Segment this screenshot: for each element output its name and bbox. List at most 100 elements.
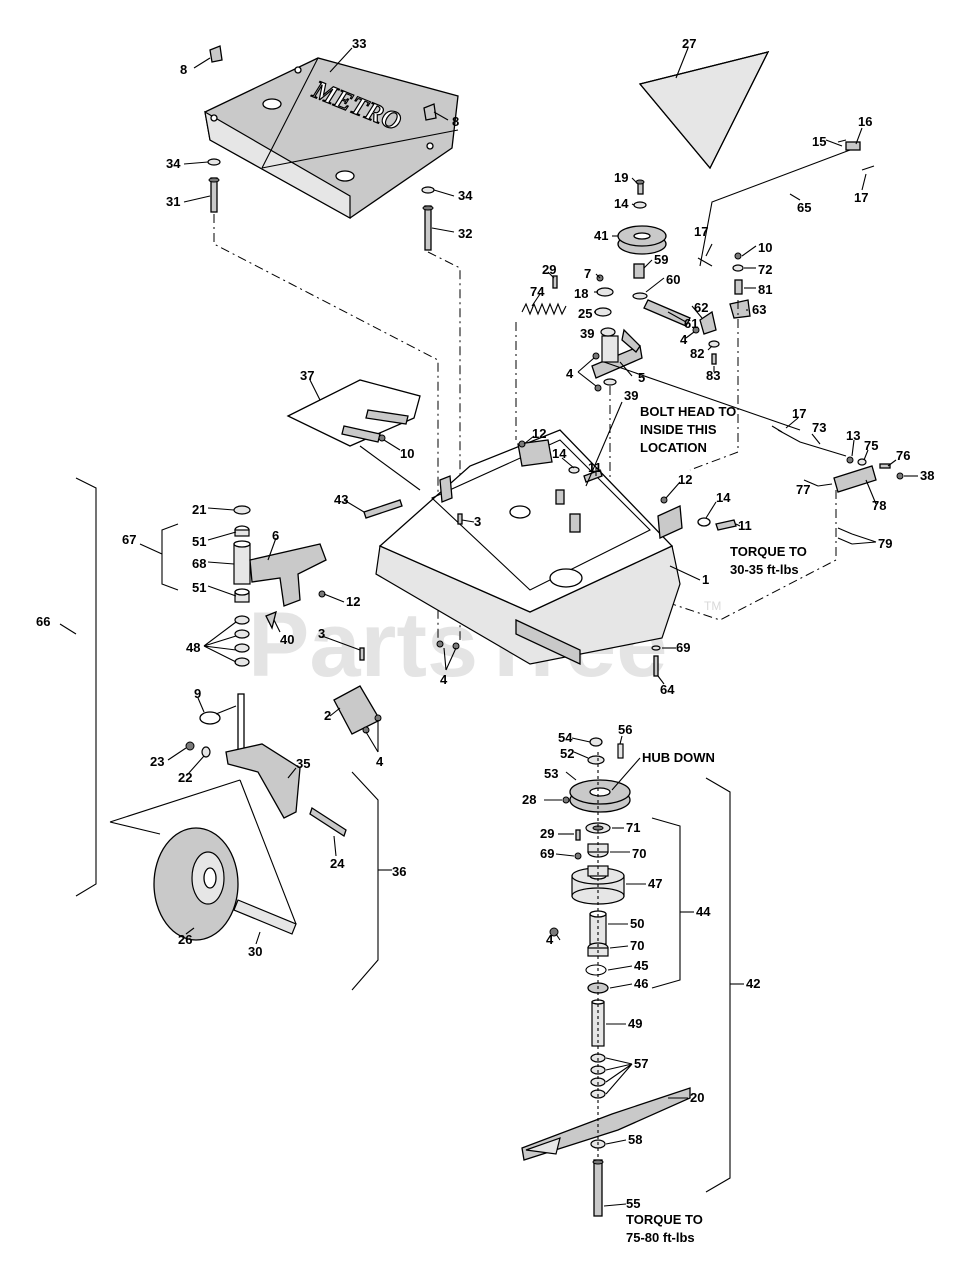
bolt-31[interactable] [208,177,220,213]
label-70-top: 70 [632,846,646,861]
bracket-78[interactable] [833,465,877,493]
pin-15[interactable] [825,139,843,147]
nuts-4-deck[interactable] [436,640,460,650]
label-73: 73 [812,420,826,435]
spacer-81[interactable] [734,279,743,295]
screw-29-top[interactable] [552,275,558,289]
bushing-39-top[interactable] [600,327,616,337]
discharge-chute[interactable] [286,379,421,447]
label-83: 83 [706,368,720,383]
label-56: 56 [618,722,632,737]
idler-arm-5[interactable] [591,328,643,379]
washer-75[interactable] [857,458,867,466]
clip-17-rear[interactable] [771,425,783,433]
label-70-bottom: 70 [630,938,644,953]
nut-23[interactable] [185,741,195,751]
clip-right[interactable] [423,103,437,121]
label-79: 79 [878,536,892,551]
bolt-43[interactable] [363,499,403,519]
bearing-51-top[interactable] [234,525,250,537]
nut-54[interactable] [589,737,603,747]
spring-74[interactable] [521,302,567,316]
clip-17-right[interactable] [861,165,875,171]
washer-52[interactable] [587,755,605,765]
label-67: 67 [122,532,136,547]
wheel-26[interactable] [153,827,239,941]
nut-13[interactable] [846,456,854,464]
screw-29-spindle[interactable] [575,829,581,841]
nuts-4-deflector[interactable] [362,714,382,734]
clip-left[interactable] [209,45,223,63]
bolt-32[interactable] [422,205,434,251]
label-53: 53 [544,766,558,781]
label-15: 15 [812,134,826,149]
washer-60[interactable] [632,292,648,300]
nut-38[interactable] [896,472,904,480]
pulley-53[interactable] [569,779,631,813]
screw-28[interactable] [562,796,570,804]
nuts-4-idler[interactable] [592,352,602,392]
clevis-16[interactable] [845,141,861,151]
nut-12-deck-right[interactable] [660,496,668,504]
washer-69-deck[interactable] [651,645,661,651]
label-33: 33 [352,36,366,51]
pin-77[interactable] [817,483,833,487]
nut-10-chute[interactable] [378,434,386,442]
nut-10-link[interactable] [734,252,742,260]
snap-ring-45[interactable] [585,964,607,976]
nut-12-deck-top[interactable] [518,440,526,448]
bushing-39-bottom[interactable] [603,378,617,386]
washer-34-right[interactable] [421,186,435,194]
label-48: 48 [186,640,200,655]
axle-30[interactable] [233,899,297,935]
caster-bracket-6[interactable] [249,543,327,607]
tube-68[interactable] [233,540,251,585]
spacers-48[interactable] [234,615,250,667]
key-56[interactable] [617,743,624,759]
washer-14-right[interactable] [697,517,711,527]
washer-69-spindle[interactable] [574,852,582,860]
shaft-61[interactable] [643,299,691,327]
washer-82[interactable] [708,340,720,348]
idler-pulley-41[interactable] [617,225,667,255]
bolt-24[interactable] [309,806,347,838]
belt[interactable] [638,51,770,170]
blade-20[interactable] [521,1087,691,1161]
bolt-55[interactable] [592,1159,604,1217]
note-hub-down: HUB DOWN [642,750,715,765]
washer-22[interactable] [201,746,211,758]
bolt-19[interactable] [635,179,645,195]
washer-21[interactable] [233,505,251,515]
bolt-11-right[interactable] [715,519,737,531]
washer-72[interactable] [732,264,744,272]
bolt-83[interactable] [711,353,717,365]
washer-14-top[interactable] [633,201,647,209]
fork-35[interactable] [225,693,301,819]
note-torque-deck-2: 30-35 ft-lbs [730,562,799,577]
label-75: 75 [864,438,878,453]
screw-3-deflector[interactable] [359,647,365,661]
washer-18[interactable] [596,287,614,297]
spacer-59[interactable] [633,263,645,279]
washer-34-left[interactable] [207,158,221,166]
nut-4-link[interactable] [692,326,700,334]
washer-25[interactable] [594,307,612,317]
bracket-62[interactable] [699,310,717,335]
screw-3-deck[interactable] [457,513,463,525]
label-7: 7 [584,266,591,281]
bearing-51-bottom[interactable] [234,588,250,603]
bolt-76[interactable] [879,463,891,469]
clip-17-top[interactable] [697,257,713,267]
label-49: 49 [628,1016,642,1031]
pin-9[interactable] [199,705,237,725]
label-4-link: 4 [680,332,688,347]
label-10-chute: 10 [400,446,414,461]
bolt-64[interactable] [653,655,659,677]
bolts-79[interactable] [837,527,853,545]
rod-65[interactable] [699,149,851,267]
link-rod-73[interactable] [777,429,847,457]
bracket-63[interactable] [729,299,751,319]
washer-14-deck[interactable] [568,466,580,474]
deck-cover[interactable]: METRO [204,57,459,220]
